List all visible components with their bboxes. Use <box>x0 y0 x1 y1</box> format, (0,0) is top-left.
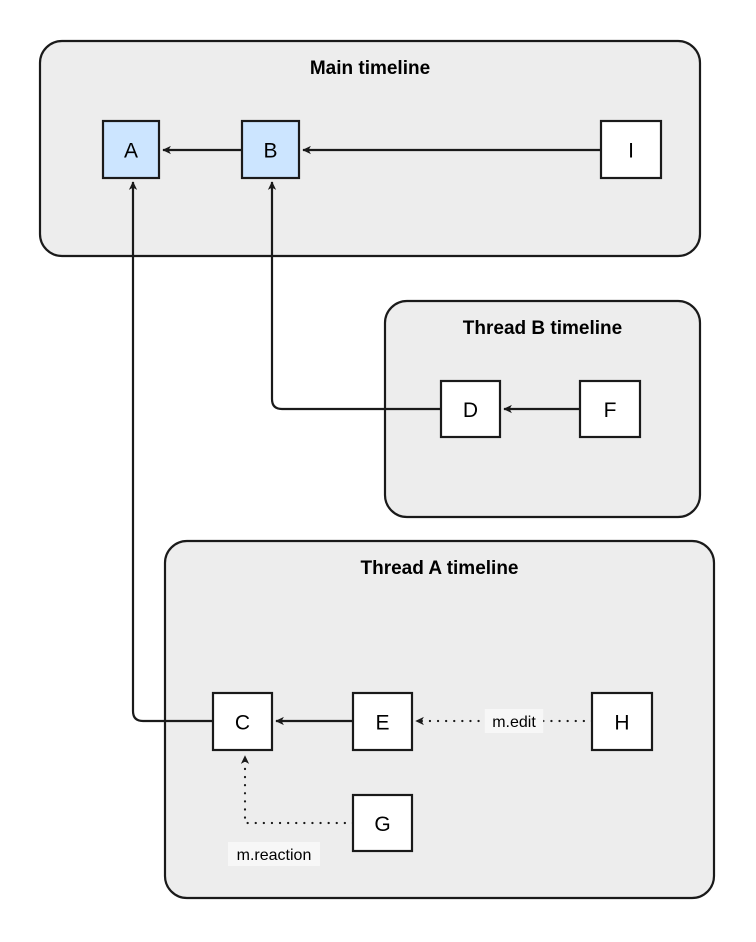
node-box-D[interactable] <box>439 379 502 439</box>
node-E[interactable]: E <box>351 691 414 752</box>
group-threada: Thread A timeline <box>163 539 716 900</box>
node-label-G: G <box>374 813 390 836</box>
node-label-D: D <box>463 399 478 422</box>
edge-label-text: m.edit <box>492 714 536 731</box>
nodes: A B I D F C E H G <box>101 119 663 853</box>
node-box-F[interactable] <box>578 379 642 439</box>
node-label-E: E <box>375 712 389 735</box>
node-box-B[interactable] <box>240 119 301 180</box>
node-H[interactable]: H <box>590 691 654 752</box>
node-I[interactable]: I <box>599 119 663 180</box>
edge-label-plate <box>484 709 544 733</box>
node-G[interactable]: G <box>351 793 414 853</box>
group-main: Main timeline <box>38 39 702 258</box>
node-A[interactable]: A <box>101 119 161 180</box>
group-box-threada <box>163 539 716 900</box>
node-label-A: A <box>124 140 138 163</box>
node-box-C[interactable] <box>211 691 274 752</box>
node-box-I[interactable] <box>599 119 663 180</box>
node-label-B: B <box>263 140 277 163</box>
node-F[interactable]: F <box>578 379 642 439</box>
edge-label-m-edit-label: m.edit <box>484 709 544 733</box>
edge-C-to-A <box>128 181 213 723</box>
node-B[interactable]: B <box>240 119 301 180</box>
node-box-G[interactable] <box>351 793 414 853</box>
node-box-E[interactable] <box>351 691 414 752</box>
group-title-main: Main timeline <box>310 58 430 79</box>
node-label-H: H <box>614 712 629 735</box>
edge-D-to-B <box>267 181 441 411</box>
group-box-main <box>38 39 702 258</box>
edge-label-plate <box>228 842 320 866</box>
node-label-C: C <box>235 712 250 735</box>
node-box-H[interactable] <box>590 691 654 752</box>
edge-labels: m.edit m.reaction <box>228 709 544 866</box>
node-box-A[interactable] <box>101 119 161 180</box>
edge-label-text: m.reaction <box>237 847 312 864</box>
group-title-threada: Thread A timeline <box>360 558 518 579</box>
edges <box>128 145 601 825</box>
group-title-threadb: Thread B timeline <box>463 318 622 339</box>
node-C[interactable]: C <box>211 691 274 752</box>
node-label-F: F <box>604 399 617 422</box>
edge-label-m-reaction-label: m.reaction <box>228 842 320 866</box>
node-D[interactable]: D <box>439 379 502 439</box>
node-label-I: I <box>628 140 634 163</box>
